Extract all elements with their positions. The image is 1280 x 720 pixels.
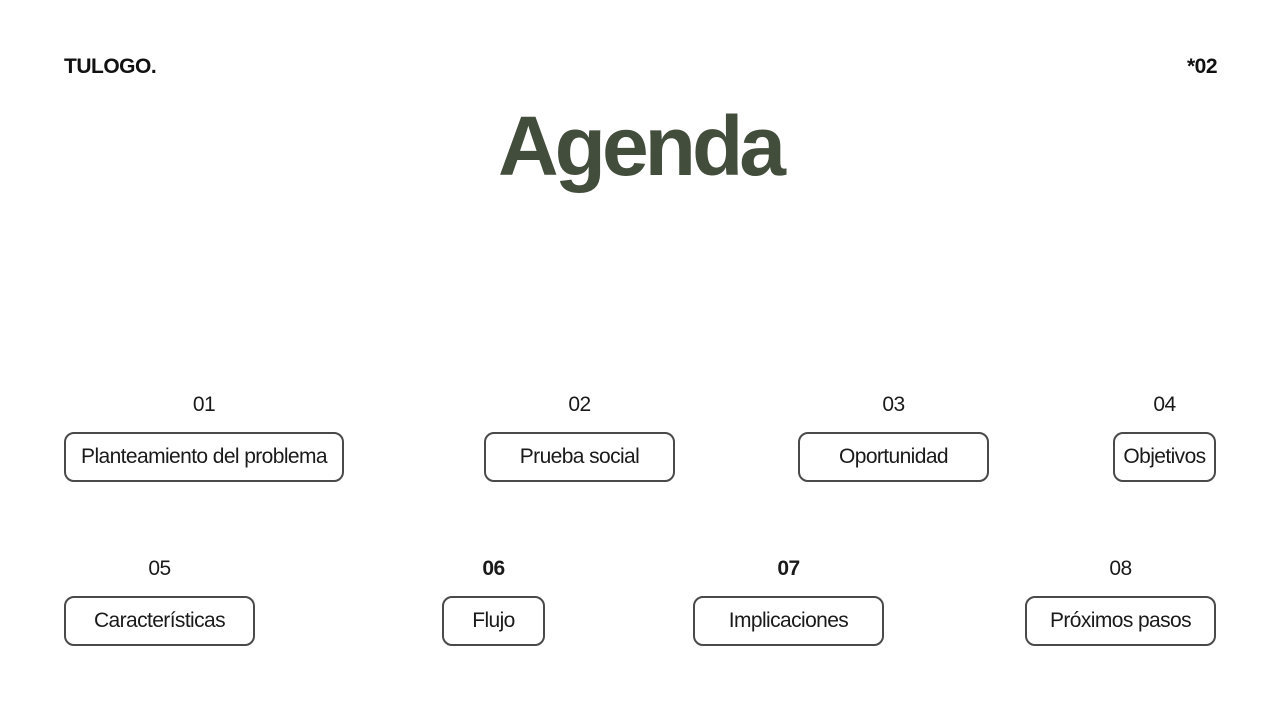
agenda-button-proximos-pasos[interactable]: Próximos pasos xyxy=(1025,596,1216,646)
agenda-button-oportunidad[interactable]: Oportunidad xyxy=(798,432,989,482)
agenda-item-04: 04 Objetivos xyxy=(1113,392,1216,482)
agenda-item-02: 02 Prueba social xyxy=(484,392,675,482)
agenda-item-06: 06 Flujo xyxy=(442,556,545,646)
agenda-item-01: 01 Planteamiento del problema xyxy=(64,392,344,482)
agenda-item-07: 07 Implicaciones xyxy=(693,556,884,646)
agenda-button-prueba-social[interactable]: Prueba social xyxy=(484,432,675,482)
agenda-number: 04 xyxy=(1153,393,1176,416)
agenda-number: 05 xyxy=(148,557,171,580)
page-title: Agenda xyxy=(497,99,786,193)
agenda-item-05: 05 Características xyxy=(64,556,255,646)
agenda-button-objetivos[interactable]: Objetivos xyxy=(1113,432,1216,482)
agenda-button-flujo[interactable]: Flujo xyxy=(442,596,545,646)
agenda-item-03: 03 Oportunidad xyxy=(798,392,989,482)
agenda-number: 08 xyxy=(1109,557,1132,580)
agenda-item-08: 08 Próximos pasos xyxy=(1025,556,1216,646)
agenda-number: 02 xyxy=(568,393,591,416)
agenda-number: 06 xyxy=(482,557,505,580)
agenda-number: 03 xyxy=(882,393,905,416)
page-number: *02 xyxy=(1186,55,1218,78)
agenda-button-implicaciones[interactable]: Implicaciones xyxy=(693,596,884,646)
agenda-number: 01 xyxy=(192,393,216,416)
agenda-button-caracteristicas[interactable]: Características xyxy=(64,596,255,646)
agenda-button-planteamiento[interactable]: Planteamiento del problema xyxy=(64,432,344,482)
logo: TULOGO. xyxy=(64,55,157,78)
agenda-number: 07 xyxy=(777,557,800,580)
